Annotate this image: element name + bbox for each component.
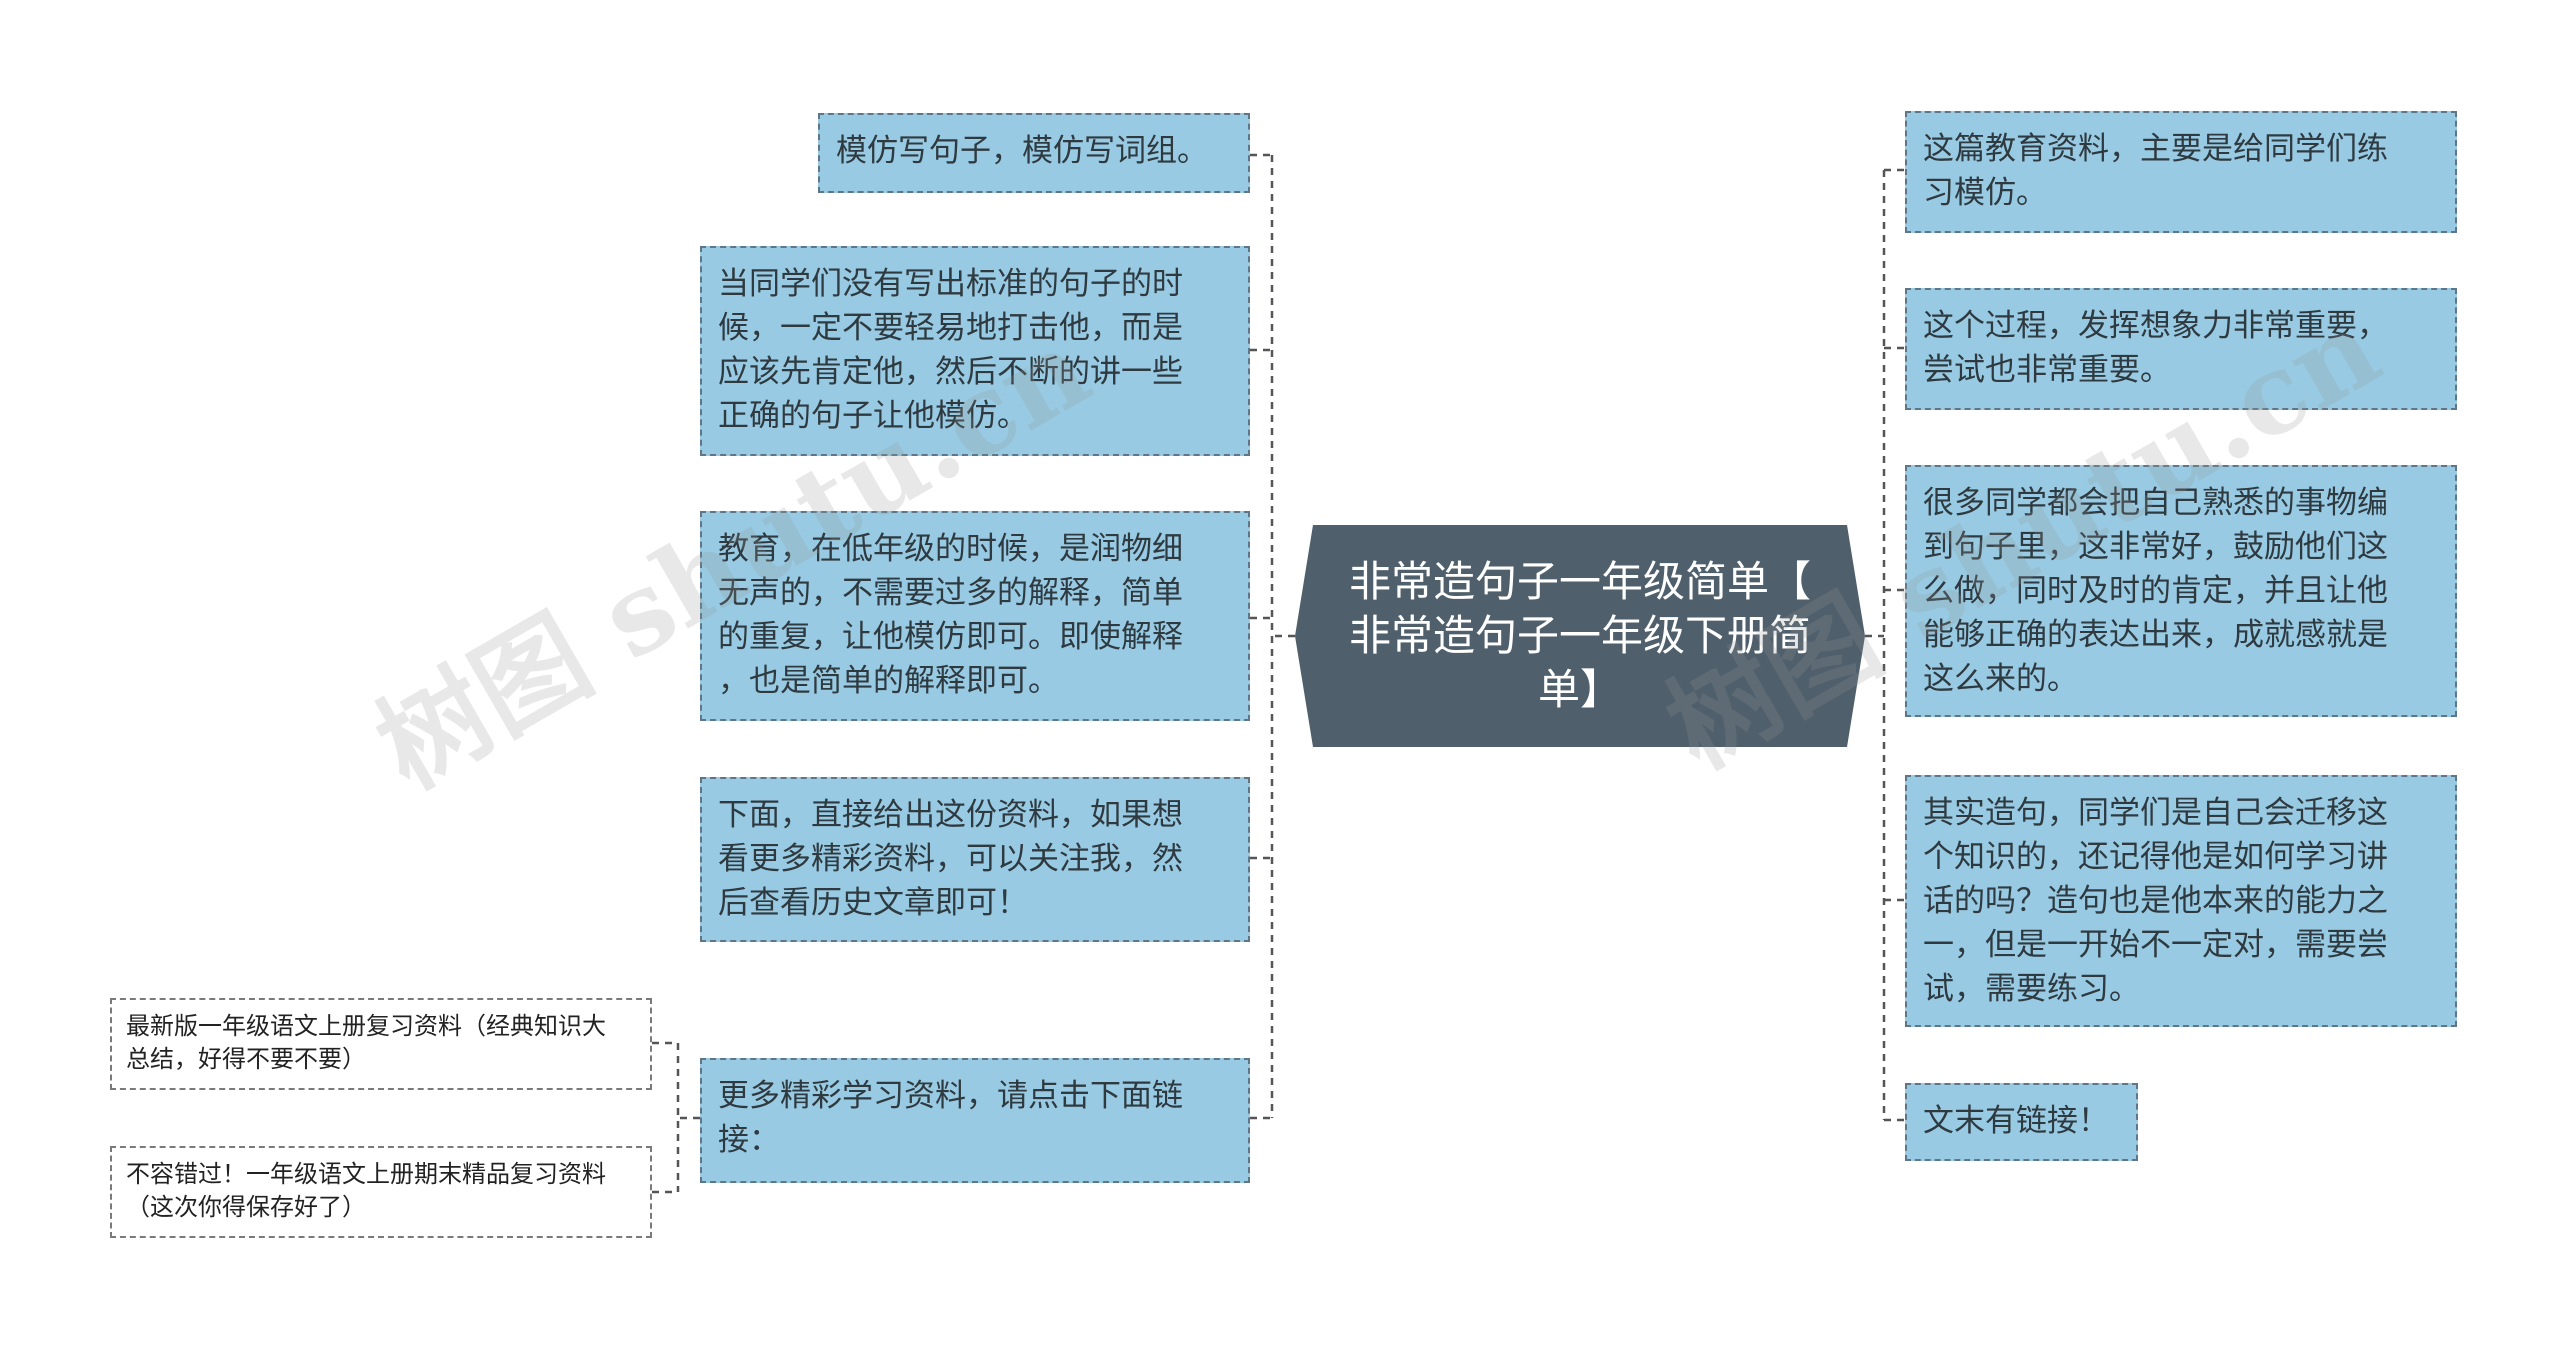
left-node-4[interactable]: 下面，直接给出这份资料，如果想 看更多精彩资料，可以关注我，然 后查看历史文章即… <box>700 777 1250 942</box>
left-node-5[interactable]: 更多精彩学习资料，请点击下面链 接： <box>700 1058 1250 1183</box>
left-node-2[interactable]: 当同学们没有写出标准的句子的时 候，一定不要轻易地打击他，而是 应该先肯定他，然… <box>700 246 1250 456</box>
root-topic[interactable]: 非常造句子一年级简单【 非常造句子一年级下册简 单】 <box>1295 525 1865 747</box>
link-item-2[interactable]: 不容错过！一年级语文上册期末精品复习资料 （这次你得保存好了） <box>110 1146 652 1238</box>
left-node-3[interactable]: 教育，在低年级的时候，是润物细 无声的，不需要过多的解释，简单 的重复，让他模仿… <box>700 511 1250 721</box>
left-node-1[interactable]: 模仿写句子，模仿写词组。 <box>818 113 1250 193</box>
right-node-4[interactable]: 其实造句，同学们是自己会迁移这 个知识的，还记得他是如何学习讲 话的吗？造句也是… <box>1905 775 2457 1027</box>
right-node-3[interactable]: 很多同学都会把自己熟悉的事物编 到句子里，这非常好，鼓励他们这 么做，同时及时的… <box>1905 465 2457 717</box>
right-node-1[interactable]: 这篇教育资料，主要是给同学们练 习模仿。 <box>1905 111 2457 233</box>
right-node-5[interactable]: 文末有链接！ <box>1905 1083 2138 1161</box>
link-item-1[interactable]: 最新版一年级语文上册复习资料（经典知识大 总结，好得不要不要） <box>110 998 652 1090</box>
right-node-2[interactable]: 这个过程，发挥想象力非常重要， 尝试也非常重要。 <box>1905 288 2457 410</box>
